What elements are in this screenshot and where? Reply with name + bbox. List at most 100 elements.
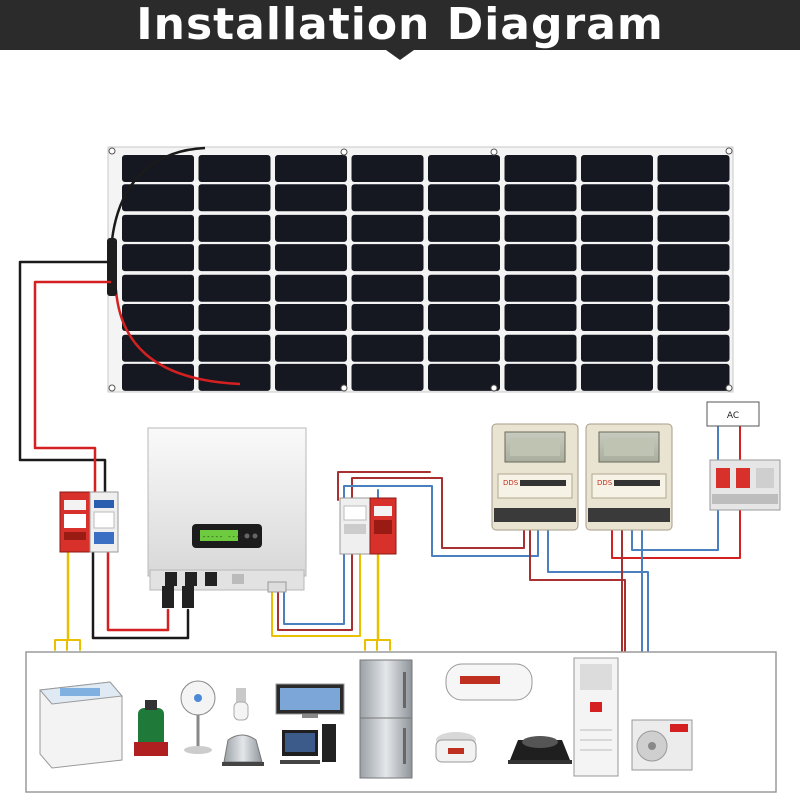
panel-cell (581, 274, 653, 302)
panel-black-lead (110, 146, 206, 262)
panel-cell (275, 184, 347, 212)
panel-cell (351, 214, 424, 242)
panel-cell (504, 244, 577, 272)
panel-cell (351, 155, 424, 182)
mount-hole (340, 384, 348, 392)
wire-dc-black-out (91, 546, 190, 640)
panel-cell (581, 304, 653, 331)
mount-hole (108, 147, 116, 155)
panel-cell (581, 363, 653, 391)
panel-cell (657, 244, 730, 272)
panel-cell (428, 214, 500, 242)
mount-hole (108, 384, 116, 392)
panel-cell (428, 363, 500, 391)
panel-cell (657, 334, 730, 362)
energy-meter-2: DDS (585, 423, 673, 531)
title-notch (386, 50, 414, 60)
mount-hole (340, 148, 348, 156)
panel-cell (351, 274, 424, 302)
panel-cell (428, 334, 500, 362)
wire-ac-out-1 (271, 547, 361, 637)
wire-pv-red (33, 280, 112, 502)
air-conditioner-outdoor-icon (631, 719, 693, 771)
panel-cell (581, 334, 653, 362)
wire-ac-out-3 (283, 485, 539, 625)
panel-cell (122, 244, 194, 272)
electric-kettle-icon (222, 734, 264, 766)
ac-label: AC (727, 411, 739, 421)
panel-cell (198, 334, 271, 362)
wire-meter1-a (529, 521, 626, 653)
ground-fork-right (364, 639, 391, 651)
wire-meter2-b (631, 499, 719, 551)
mount-hole (490, 384, 498, 392)
air-conditioner-indoor-icon (573, 657, 619, 777)
water-heater-icon (445, 663, 533, 701)
wire-dc-red-out (106, 546, 170, 632)
wire-pv-black (18, 260, 112, 502)
panel-cell (122, 304, 194, 331)
television-icon (275, 683, 345, 718)
induction-cooker-icon (508, 736, 572, 764)
panel-cell (351, 244, 424, 272)
refrigerator-icon (359, 659, 413, 779)
rice-cooker-icon (435, 732, 477, 763)
panel-cell (198, 274, 271, 302)
panel-cell (198, 244, 271, 272)
panel-cell (504, 274, 577, 302)
panel-cell (275, 214, 347, 242)
mount-hole (490, 148, 498, 156)
meter-2-brand: DDS (597, 479, 613, 487)
panel-cell (657, 184, 730, 212)
ground-fork-left (54, 639, 81, 651)
panel-cell (122, 214, 194, 242)
energy-meter-1: DDS (491, 423, 579, 531)
panel-mount-holes (108, 147, 733, 392)
panel-cell (122, 274, 194, 302)
main-ac-breaker (709, 459, 781, 511)
panel-cell (504, 155, 577, 182)
meter-1-brand: DDS (503, 479, 519, 487)
panel-cell (351, 334, 424, 362)
panel-cell (275, 244, 347, 272)
panel-cell (198, 155, 271, 182)
panel-cell (275, 274, 347, 302)
panel-cell (657, 274, 730, 302)
panel-cell (504, 214, 577, 242)
panel-cell (198, 304, 271, 331)
panel-cell (581, 184, 653, 212)
panel-cell (198, 363, 271, 391)
panel-cell (351, 184, 424, 212)
diagram-title: Installation Diagram (136, 0, 664, 50)
inverter-display-text: ----- ---- (202, 533, 244, 541)
dc-breaker-group (59, 491, 119, 553)
panel-cell (581, 244, 653, 272)
ac-breaker-group (339, 497, 397, 555)
panel-cell (428, 304, 500, 331)
wire-meter1-b (547, 521, 649, 653)
panel-cell (428, 155, 500, 182)
mount-hole (725, 147, 733, 155)
electric-fan-icon (180, 680, 216, 754)
panel-cell (657, 363, 730, 391)
panel-cell (504, 334, 577, 362)
panel-cell (581, 214, 653, 242)
panel-cell (198, 184, 271, 212)
panel-cell (428, 184, 500, 212)
title-bar (0, 0, 800, 50)
panel-cell (657, 155, 730, 182)
washing-machine-icon (39, 681, 123, 769)
panel-cell (198, 214, 271, 242)
panel-cell (275, 304, 347, 331)
panel-cell (504, 363, 577, 391)
panel-cell (122, 184, 194, 212)
panel-cell (657, 214, 730, 242)
panel-cell (657, 304, 730, 331)
panel-red-lead (114, 289, 241, 386)
panel-cell (504, 184, 577, 212)
panel-cell (275, 155, 347, 182)
ac-grid-source: AC (706, 401, 760, 427)
grid-tie-inverter: ----- ---- (147, 427, 307, 608)
panel-cell (275, 363, 347, 391)
